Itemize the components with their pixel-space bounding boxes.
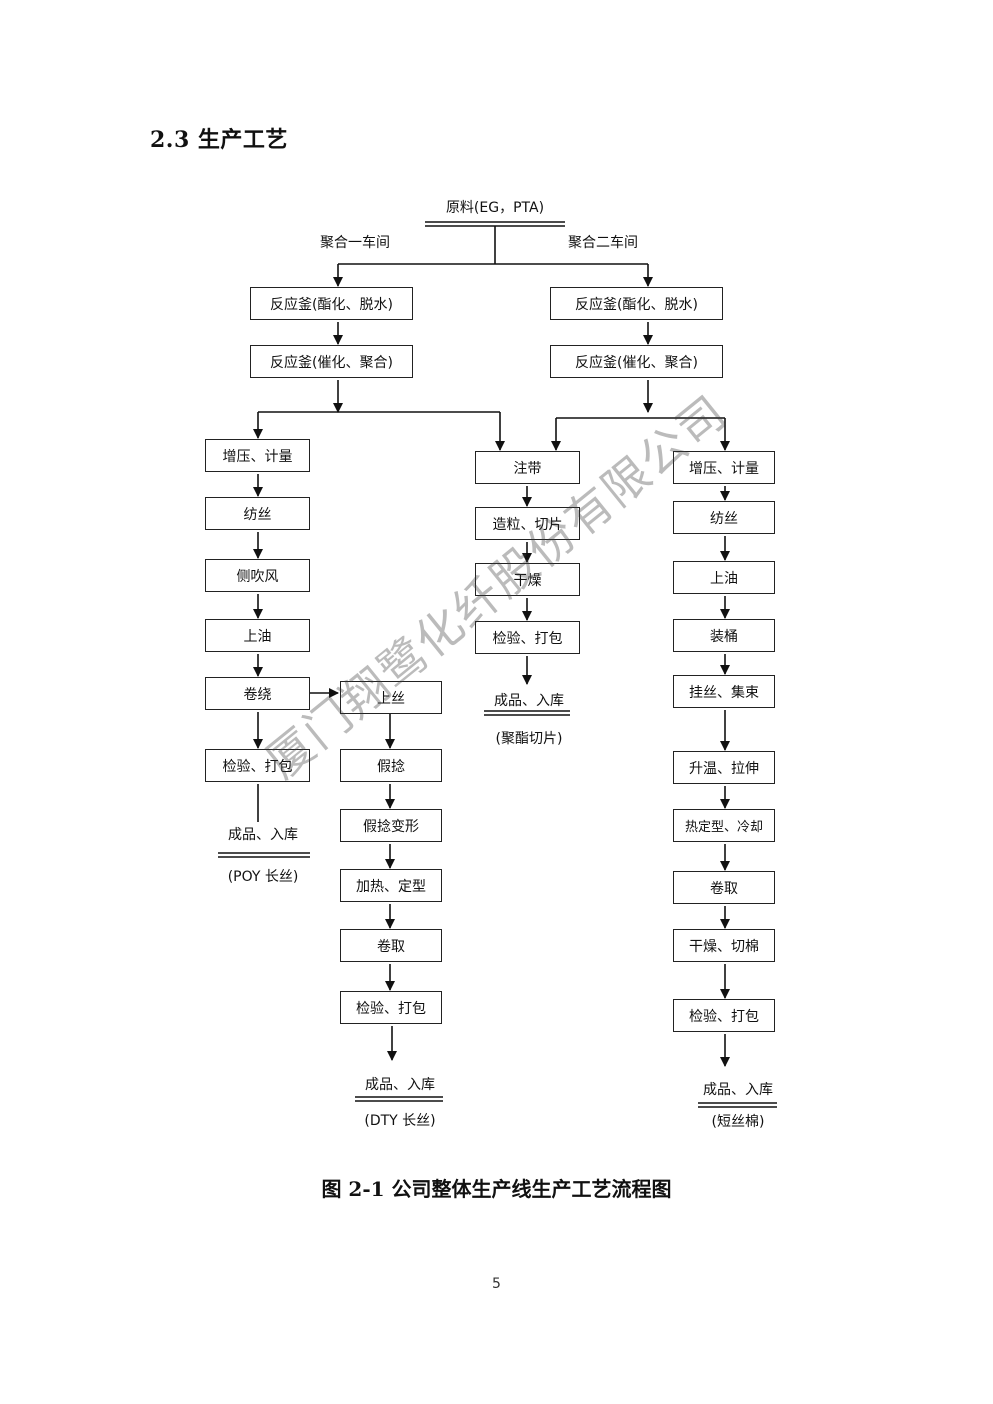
- poy-output-label: 成品、入库: [228, 827, 298, 843]
- staple-step: 纺丝: [673, 501, 775, 534]
- staple-step: 卷取: [673, 871, 775, 904]
- branch-right-label: 聚合二车间: [568, 235, 638, 251]
- staple-step: 上油: [673, 561, 775, 594]
- poy-step: 纺丝: [205, 497, 310, 530]
- page-number: 5: [492, 1276, 501, 1292]
- chip-step: 检验、打包: [475, 621, 580, 654]
- dty-output-label: 成品、入库: [365, 1077, 435, 1093]
- staple-step: 升温、拉伸: [673, 751, 775, 784]
- staple-step: 挂丝、集束: [673, 675, 775, 708]
- dty-step: 假捻: [340, 749, 442, 782]
- section-heading: 2.3 生产工艺: [150, 127, 288, 153]
- chip-step: 造粒、切片: [475, 507, 580, 540]
- dty-step: 加热、定型: [340, 869, 442, 902]
- poly1-reactor-esterification: 反应釜(酯化、脱水): [250, 287, 413, 320]
- poy-step: 上油: [205, 619, 310, 652]
- chip-output-label: 成品、入库: [494, 693, 564, 709]
- poy-step: 检验、打包: [205, 749, 310, 782]
- staple-output-label: 成品、入库: [703, 1082, 773, 1098]
- dty-step: 检验、打包: [340, 991, 442, 1024]
- figure-caption: 图 2-1 公司整体生产线生产工艺流程图: [321, 1177, 672, 1201]
- staple-step: 干燥、切棉: [673, 929, 775, 962]
- branch-left-label: 聚合一车间: [320, 235, 390, 251]
- staple-product-label: (短丝棉): [711, 1114, 765, 1130]
- staple-step: 增压、计量: [673, 451, 775, 484]
- dty-step: 卷取: [340, 929, 442, 962]
- chip-step: 干燥: [475, 563, 580, 596]
- poly2-reactor-esterification: 反应釜(酯化、脱水): [550, 287, 723, 320]
- chip-step: 注带: [475, 451, 580, 484]
- poy-step: 侧吹风: [205, 559, 310, 592]
- poy-step: 增压、计量: [205, 439, 310, 472]
- chip-product-label: (聚酯切片): [495, 731, 563, 747]
- dty-product-label: (DTY 长丝): [364, 1113, 436, 1129]
- poly1-reactor-polymerization: 反应釜(催化、聚合): [250, 345, 413, 378]
- dty-step: 上丝: [340, 681, 442, 714]
- poy-product-label: (POY 长丝): [227, 869, 299, 885]
- raw-material-label: 原料(EG，PTA): [445, 200, 545, 216]
- dty-step: 假捻变形: [340, 809, 442, 842]
- poy-step: 卷绕: [205, 677, 310, 710]
- staple-step: 装桶: [673, 619, 775, 652]
- staple-step: 检验、打包: [673, 999, 775, 1032]
- poly2-reactor-polymerization: 反应釜(催化、聚合): [550, 345, 723, 378]
- staple-step: 热定型、冷却: [673, 809, 775, 842]
